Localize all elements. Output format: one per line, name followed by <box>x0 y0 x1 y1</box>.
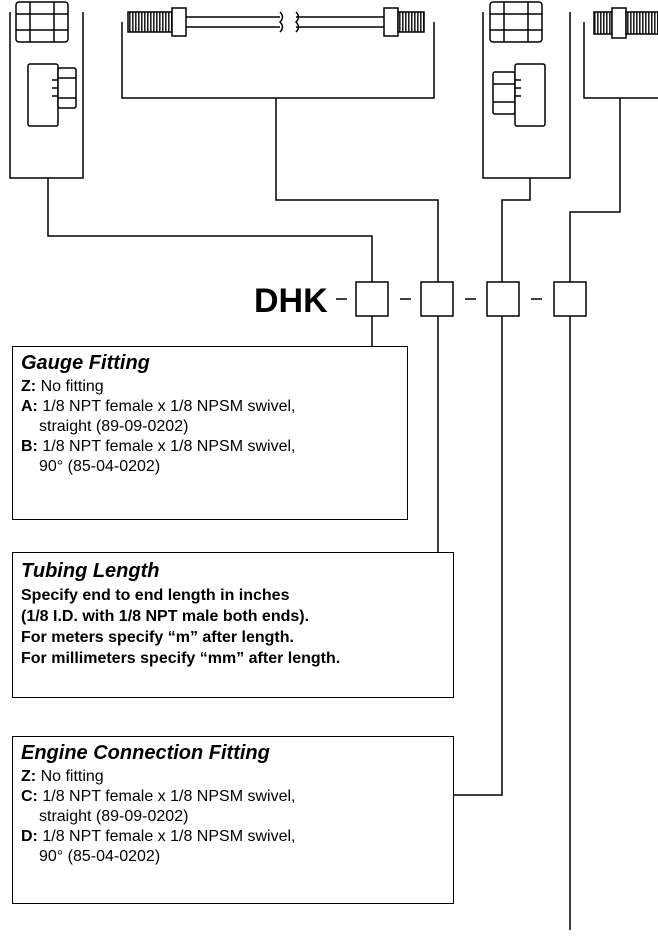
engine-fitting-illustration <box>482 1 571 179</box>
gauge-option-a: A: 1/8 NPT female x 1/8 NPSM swivel, str… <box>21 398 296 435</box>
tubing-line-2: (1/8 I.D. with 1/8 NPT male both ends). <box>21 608 310 625</box>
gauge-option-b: B: 1/8 NPT female x 1/8 NPSM swivel, 90°… <box>21 438 296 475</box>
model-code-boxes <box>336 281 587 317</box>
code-box-adapter <box>553 281 587 317</box>
engine-option-d: D: 1/8 NPT female x 1/8 NPSM swivel, 90°… <box>21 828 296 865</box>
tubing-line-3: For meters specify “m” after length. <box>21 629 294 646</box>
code-box-tubing <box>420 281 454 317</box>
engine-option-c: C: 1/8 NPT female x 1/8 NPSM swivel, str… <box>21 788 296 825</box>
adapter-fitting-illustration <box>583 7 658 99</box>
engine-fitting-title: Engine Connection Fitting <box>21 742 270 764</box>
code-box-engine <box>486 281 520 317</box>
code-box-gauge <box>355 281 389 317</box>
gauge-option-z: Z: No fitting <box>21 378 104 395</box>
tubing-length-box: Tubing Length Specify end to end length … <box>12 552 454 698</box>
leader-lines <box>47 98 621 930</box>
gauge-fitting-illustration <box>9 1 84 179</box>
tubing-line-4: For millimeters specify “mm” after lengt… <box>21 650 341 667</box>
engine-option-z: Z: No fitting <box>21 768 104 785</box>
model-prefix: DHK <box>254 282 328 320</box>
gauge-fitting-box: Gauge Fitting Z: No fitting A: 1/8 NPT f… <box>12 346 408 520</box>
tubing-length-title: Tubing Length <box>21 560 160 582</box>
gauge-fitting-title: Gauge Fitting <box>21 352 150 374</box>
engine-connection-fitting-box: Engine Connection Fitting Z: No fitting … <box>12 736 454 904</box>
tubing-line-1: Specify end to end length in inches <box>21 587 290 604</box>
tubing-illustration <box>121 7 435 99</box>
